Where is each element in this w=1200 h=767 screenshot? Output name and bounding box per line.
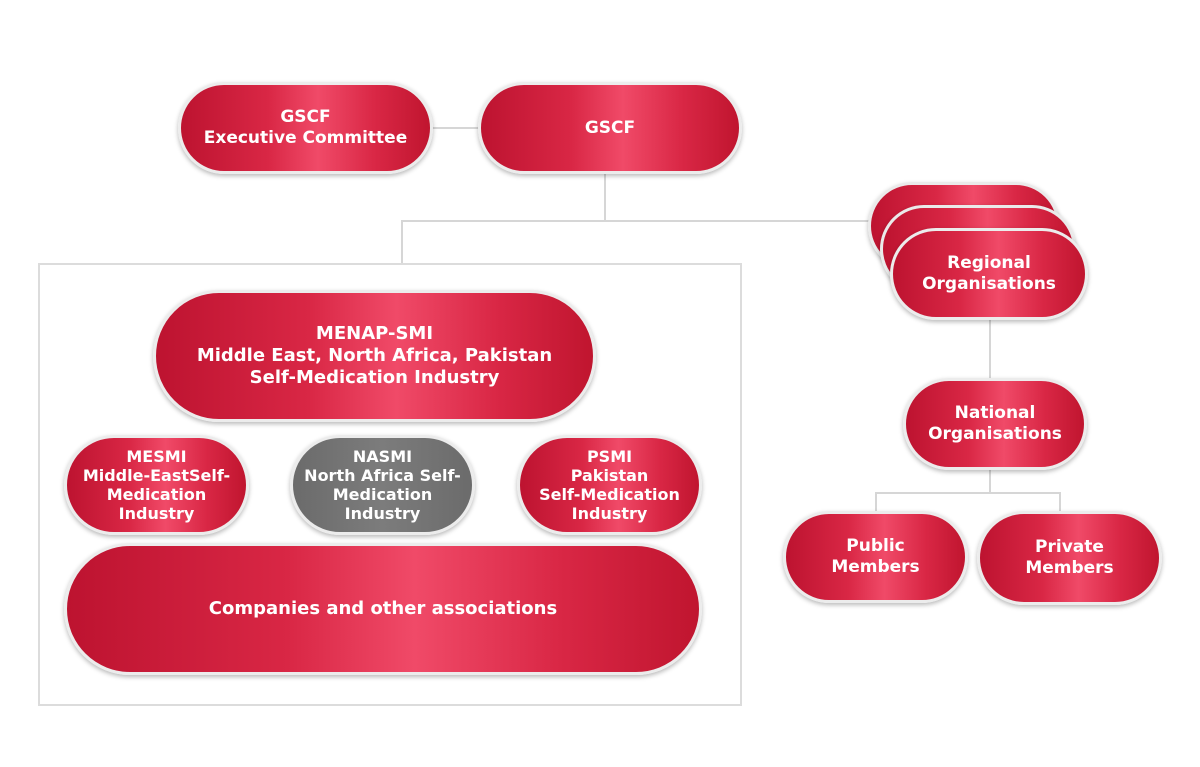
menap-group-frame — [38, 263, 742, 706]
node-psmi[interactable]: PSMI Pakistan Self-Medication Industry — [517, 435, 702, 535]
node-label: GSCF Executive Committee — [203, 107, 408, 148]
node-label: PSMI Pakistan Self-Medication Industry — [539, 447, 680, 523]
node-label: NASMI North Africa Self- Medication Indu… — [304, 447, 461, 523]
node-gscf[interactable]: GSCF — [478, 82, 742, 174]
node-label: Companies and other associations — [208, 598, 558, 619]
node-nasmi[interactable]: NASMI North Africa Self- Medication Indu… — [290, 435, 475, 535]
node-national-organisations[interactable]: National Organisations — [903, 378, 1087, 470]
node-label: GSCF — [584, 117, 636, 138]
node-label: MESMI Middle-EastSelf- Medication Indust… — [82, 447, 231, 523]
node-label: National Organisations — [928, 403, 1062, 444]
node-companies-and-other-associations[interactable]: Companies and other associations — [64, 543, 702, 675]
node-private-members[interactable]: Private Members — [977, 511, 1162, 605]
node-label: Public Members — [831, 536, 920, 577]
connector-national-members — [875, 470, 991, 513]
node-label: Regional Organisations — [922, 253, 1056, 294]
node-regional-organisations[interactable]: Regional Organisations — [890, 228, 1088, 320]
connector-national-private — [990, 492, 1061, 513]
node-public-members[interactable]: Public Members — [783, 511, 968, 603]
node-gscf-executive-committee[interactable]: GSCF Executive Committee — [178, 82, 433, 174]
node-mesmi[interactable]: MESMI Middle-EastSelf- Medication Indust… — [64, 435, 249, 535]
node-label: Private Members — [1025, 537, 1114, 578]
node-label: MENAP-SMI Middle East, North Africa, Pak… — [196, 323, 553, 388]
connector-gscf-branch — [401, 174, 606, 263]
node-menap-smi[interactable]: MENAP-SMI Middle East, North Africa, Pak… — [153, 290, 596, 422]
